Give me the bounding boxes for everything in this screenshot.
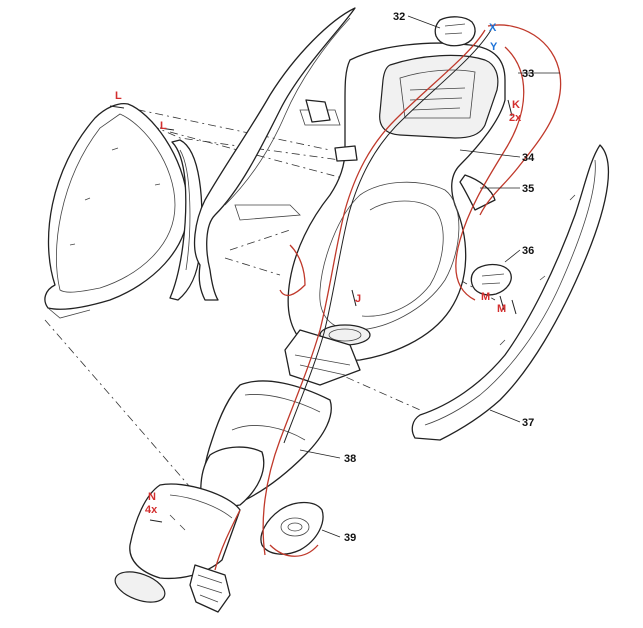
part-35-side-bracket [459, 174, 496, 211]
clip-upper-left [305, 99, 358, 162]
marker-M-lower: M [497, 303, 506, 315]
left-side-shield [169, 139, 203, 301]
part-38-front-cowl [200, 380, 332, 511]
marker-J: J [355, 293, 361, 305]
fasteners [109, 99, 517, 523]
callout-32: 32 [393, 11, 405, 23]
callout-33: 33 [522, 68, 534, 80]
marker-N-qty: 4x [145, 504, 158, 516]
callout-38: 38 [344, 453, 356, 465]
marker-L-top: L [115, 90, 122, 102]
callout-36: 36 [522, 245, 534, 257]
callout-34: 34 [522, 152, 535, 164]
part-number-callouts: 32 33 34 35 36 37 38 39 [344, 11, 535, 544]
part-34-central-body [284, 42, 506, 386]
leg-shield-rear [193, 7, 356, 301]
callout-39: 39 [344, 532, 356, 544]
marker-Y: Y [490, 41, 498, 53]
part-32-module [434, 16, 476, 47]
connector-block [189, 564, 231, 613]
part-39-lamp-assembly [260, 501, 324, 555]
fastener-letter-markers: X Y K 2x L L J M M N 4x [115, 22, 522, 516]
marker-N: N [148, 491, 156, 503]
wiring-harness [214, 24, 562, 571]
marker-L-mid: L [160, 120, 167, 132]
part-37-right-side-panel [411, 144, 609, 441]
marker-M-upper: M [481, 291, 490, 303]
marker-K: K [512, 99, 520, 111]
part-36-module [470, 263, 512, 296]
lower-front-fairing [114, 483, 241, 603]
marker-K-qty: 2x [509, 112, 522, 124]
callout-37: 37 [522, 417, 534, 429]
marker-X: X [489, 22, 497, 34]
left-front-panel [44, 102, 189, 319]
leader-lines [299, 15, 560, 538]
callout-35: 35 [522, 183, 534, 195]
